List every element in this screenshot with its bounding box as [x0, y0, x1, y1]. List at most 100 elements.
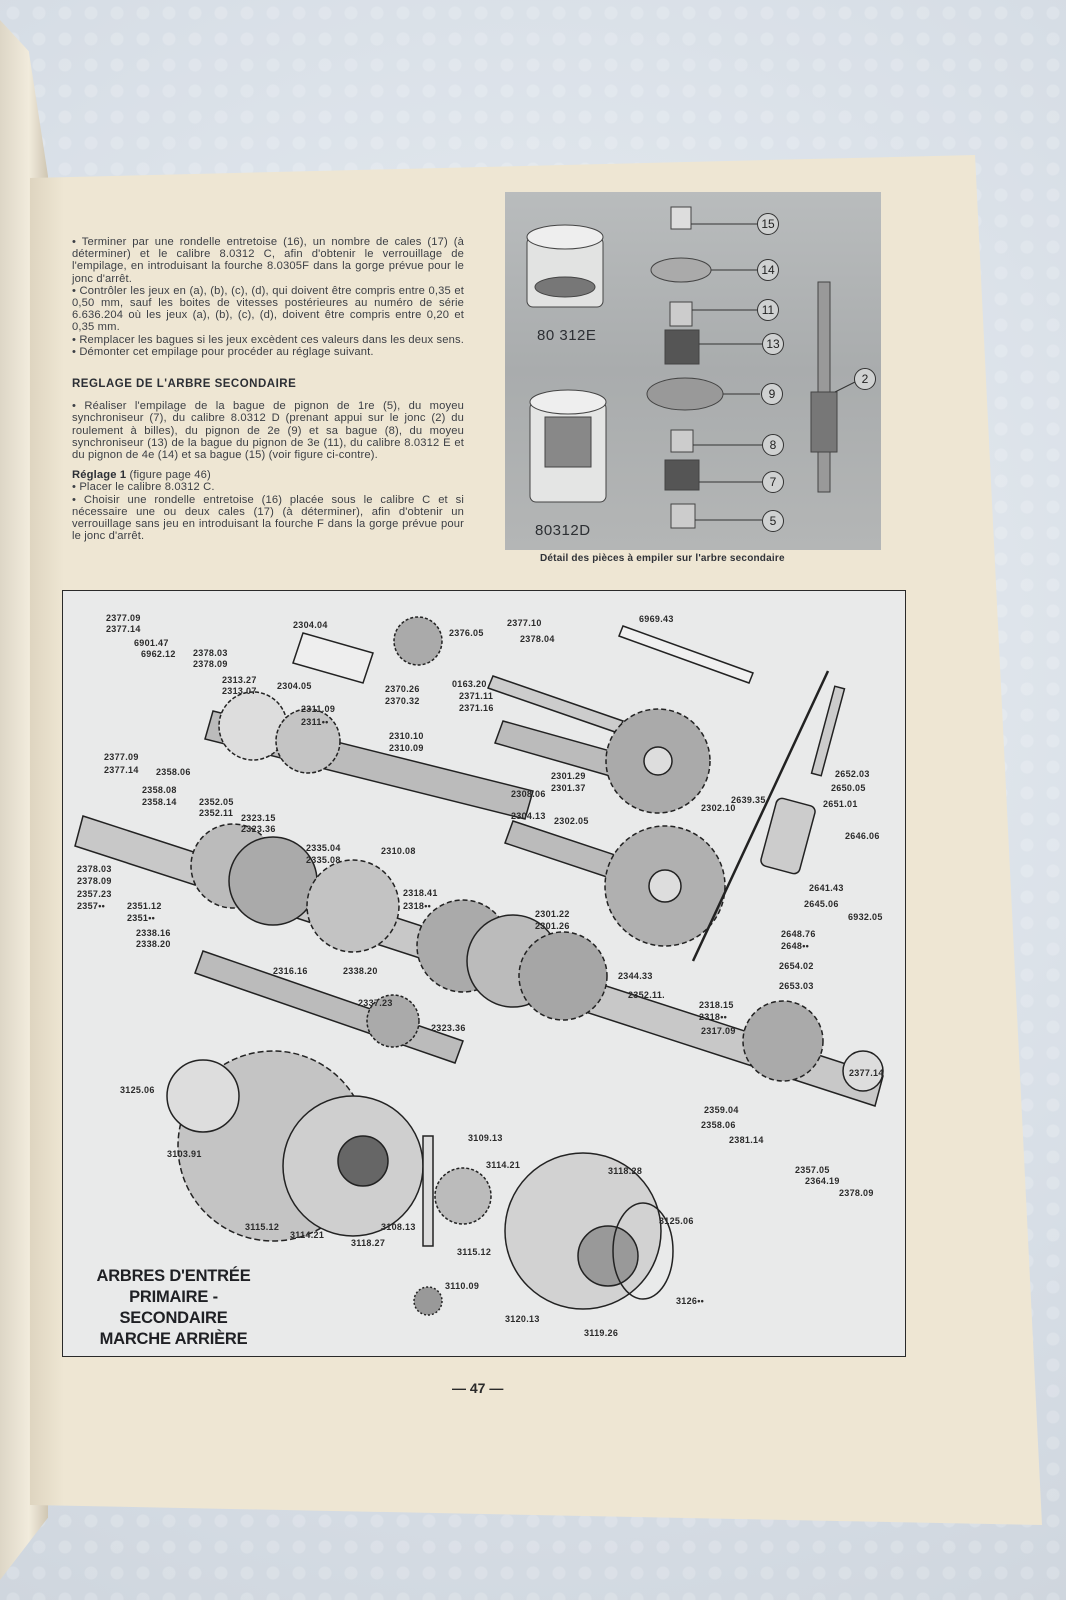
part-label: 2313.27: [222, 675, 257, 685]
part-label: 2351••: [127, 913, 156, 923]
part-label: 2377.14: [849, 1068, 884, 1078]
part-label: 6932.05: [848, 912, 883, 922]
part-label: 2304.05: [277, 681, 312, 691]
part-label: 2338.20: [136, 939, 171, 949]
part-label: 2377.09: [104, 752, 139, 762]
part-number-callout: 15: [757, 213, 779, 235]
part-label: 2648.76: [781, 929, 816, 939]
part-label: 3126••: [676, 1296, 705, 1306]
part-label: 2358.06: [156, 767, 191, 777]
part-label: 2376.05: [449, 628, 484, 638]
part-label: 2648••: [781, 941, 810, 951]
part-label: 2323.15: [241, 813, 276, 823]
section-heading: REGLAGE DE L'ARBRE SECONDAIRE: [72, 378, 297, 391]
part-label: 2653.03: [779, 981, 814, 991]
part-label: 2301.37: [551, 783, 586, 793]
photo-caption: Détail des pièces à empiler sur l'arbre …: [540, 553, 785, 564]
part-number-callout: 8: [762, 434, 784, 456]
part-label: 3118.28: [608, 1166, 643, 1176]
part-label: 3125.06: [659, 1216, 694, 1226]
part-label: 2338.20: [343, 966, 378, 976]
page-number: — 47 —: [452, 1380, 504, 1396]
part-label: 2358.06: [701, 1120, 736, 1130]
part-label: 2645.06: [804, 899, 839, 909]
part-label: 2358.08: [142, 785, 177, 795]
subheading: Réglage 1 (figure page 46): [72, 469, 464, 481]
paragraph: • Contrôler les jeux en (a), (b), (c), (…: [72, 284, 464, 334]
part-label: 2308.06: [511, 789, 546, 799]
part-label: 2304.13: [511, 811, 546, 821]
part-label: 2301.22: [535, 909, 570, 919]
part-label: 3118.27: [351, 1238, 386, 1248]
diagram-title-line: MARCHE ARRIÈRE: [99, 1330, 248, 1348]
diagram-title-line: PRIMAIRE - SECONDAIRE: [119, 1288, 228, 1327]
part-label: 2646.06: [845, 831, 880, 841]
part-label: 2318.15: [699, 1000, 734, 1010]
part-label: 2311.09: [301, 704, 336, 714]
part-label: 3125.06: [120, 1085, 155, 1095]
part-label: 2310.10: [389, 731, 424, 741]
part-label: 2378.09: [839, 1188, 874, 1198]
part-label: 2352.05: [199, 797, 234, 807]
part-label: 6969.43: [639, 614, 674, 624]
paragraph: • Choisir une rondelle entretoise (16) p…: [72, 493, 464, 543]
part-label: 2323.36: [241, 824, 276, 834]
part-number-callout: 5: [762, 510, 784, 532]
exploded-gearbox-diagram: 2377.09 2377.14 6901.47 6962.12 2378.03 …: [62, 590, 906, 1357]
part-label: 2338.16: [136, 928, 171, 938]
part-label: 2652.03: [835, 769, 870, 779]
paragraph: • Placer le calibre 8.0312 C.: [72, 481, 215, 494]
part-label: 2357.23: [77, 889, 112, 899]
part-label: 3110.09: [445, 1281, 480, 1291]
part-label: 2357••: [77, 901, 106, 911]
paragraph: • Terminer par une rondelle entretoise (…: [72, 236, 464, 285]
part-number-callout: 9: [761, 383, 783, 405]
instructions-text: • Terminer par une rondelle entretoise (…: [72, 236, 464, 542]
part-label: 2301.26: [535, 921, 570, 931]
part-label: 2352.11.: [628, 990, 665, 1000]
part-label: 3108.13: [381, 1222, 416, 1232]
part-label: 2654.02: [779, 961, 814, 971]
part-number-callout: 14: [757, 259, 779, 281]
part-label: 2378.09: [193, 659, 228, 669]
part-label: 2377.14: [104, 765, 139, 775]
diagram-title-line: ARBRES D'ENTRÉE: [96, 1267, 251, 1285]
part-label: 2310.08: [381, 846, 416, 856]
part-label: 2377.10: [507, 618, 542, 628]
part-label: 2311••: [301, 717, 329, 727]
part-label: 2364.19: [805, 1176, 840, 1186]
part-label: 2344.33: [618, 971, 653, 981]
diagram-title: ARBRES D'ENTRÉE PRIMAIRE - SECONDAIRE MA…: [86, 1266, 261, 1350]
part-label: 2304.04: [293, 620, 328, 630]
part-label: 3119.26: [584, 1328, 619, 1338]
calibre-e-label: 80 312E: [537, 327, 597, 344]
part-label: 6962.12: [141, 649, 176, 659]
part-label: 2337.23: [358, 998, 393, 1008]
part-label: 6901.47: [134, 638, 169, 648]
part-label: 3109.13: [468, 1133, 503, 1143]
subheading-bold: Réglage 1: [72, 469, 127, 482]
part-label: 2318.41: [403, 888, 438, 898]
paragraph: • Réaliser l'empilage de la bague de pig…: [72, 400, 464, 462]
part-label: 2377.09: [106, 613, 141, 623]
part-label: 2358.14: [142, 797, 177, 807]
paragraph: • Démonter cet empilage pour procéder au…: [72, 345, 374, 358]
part-label: 3114.21: [290, 1230, 325, 1240]
part-label: 3103.91: [167, 1149, 202, 1159]
part-label: 2370.32: [385, 696, 420, 706]
part-label: 2323.36: [431, 1023, 466, 1033]
part-label: 2371.16: [459, 703, 494, 713]
part-label: 2650.05: [831, 783, 866, 793]
part-label: 2351.12: [127, 901, 162, 911]
paragraph: • Remplacer les bagues si les jeux excèd…: [72, 333, 465, 346]
part-label: 2378.03: [193, 648, 228, 658]
parts-photo-drawing: [526, 206, 856, 529]
part-label: 0163.20: [452, 679, 487, 689]
part-label: 3114.21: [486, 1160, 521, 1170]
part-label: 2317.09: [701, 1026, 736, 1036]
part-label: 2359.04: [704, 1105, 739, 1115]
part-label: 2313.07: [222, 686, 257, 696]
part-label: 2302.05: [554, 816, 589, 826]
parts-photo: 80 312E 80312D 15 14 11 13 9 8 7 5 2: [505, 192, 881, 550]
part-label: 2352.11: [199, 808, 234, 818]
